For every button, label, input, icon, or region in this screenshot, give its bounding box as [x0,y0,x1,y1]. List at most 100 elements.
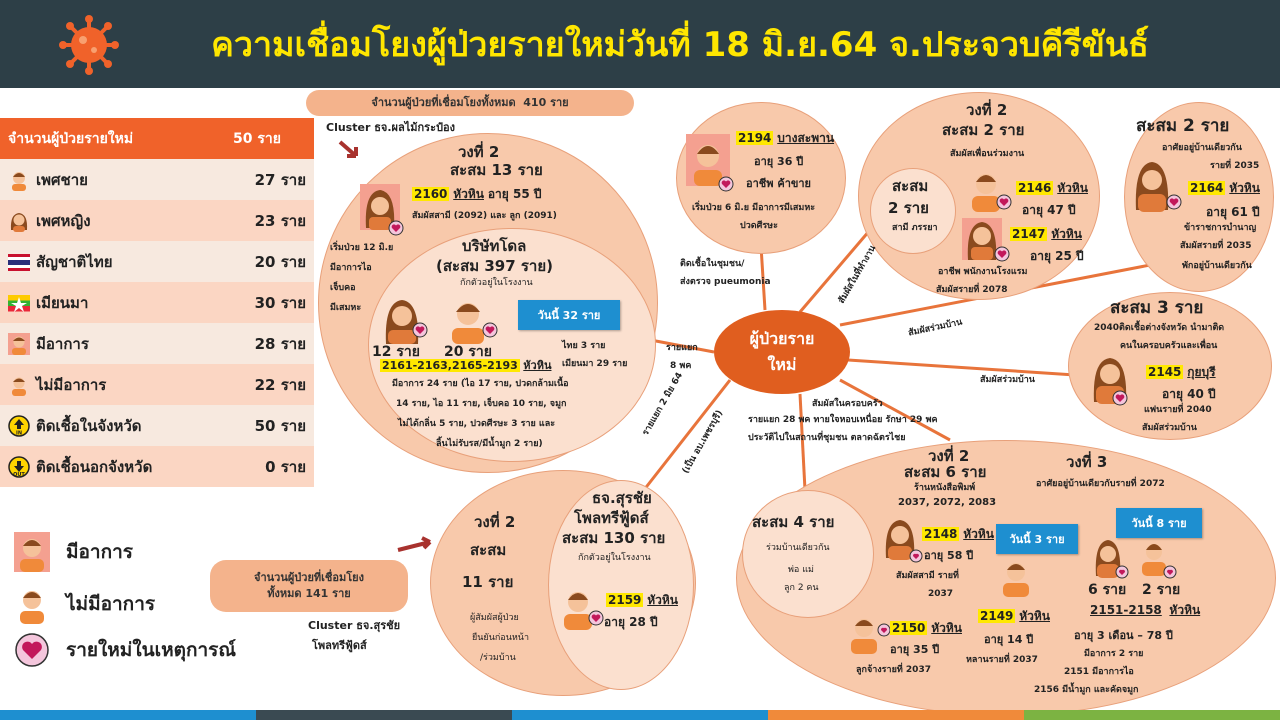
cluster2-inner-bubble [548,480,694,690]
coworker-wave: วงที่ 2 [966,101,1008,119]
footer-stripes [0,710,1280,720]
table-row: เพศหญิง 23 ราย [0,200,314,241]
case-2194-job: อาชีพ ค้าขาย [746,177,812,190]
male-icon [851,619,891,654]
dole-detail-1: 14 ราย, ไอ 11 ราย, เจ็บคอ 10 ราย, จมูก [396,399,567,409]
dole-case-range: 2161-2163,2165-2193 หัวหิน [380,359,552,372]
male-symptom-icon [686,134,734,192]
wave3-female-count: 6 ราย [1088,582,1127,598]
arrow-icon [338,140,358,158]
wave2-total: สะสม 6 ราย [904,463,987,481]
case-2194-detail-2: ปวดศีรษะ [740,221,778,231]
in-label: IN [16,430,22,436]
case-2194-detail-1: เริ่มป่วย 6 มิ.ย มีอาการมีเสมหะ [692,203,816,213]
center-node: ผู้ป่วยรายใหม่ [714,310,850,394]
legend-new-case: รายใหม่ในเหตุการณ์ [14,632,236,668]
coworker-inner-2: 2 ราย [888,199,929,217]
cluster2-side-1: ยืนยันก่อนหน้า [472,633,529,643]
case-2164: 2164 หัวหิน [1188,181,1260,195]
myanmar-flag-icon [8,294,30,312]
dole-total: (สะสม 397 ราย) [436,257,553,275]
coworker-total: สะสม 2 ราย [942,121,1025,139]
table-row: มีอาการ 28 ราย [0,323,314,364]
dole-detail-3: ลิ้นไม่รับรส/มีน้ำมูก 2 ราย) [436,439,543,449]
case-2147: 2147 หัวหิน [1010,227,1082,241]
arrow-icon [397,536,432,552]
wave3-sym-2: 2151 มีอาการไอ [1064,667,1134,677]
bottom-left-note: ร่วมบ้านเดียวกัน [766,543,830,553]
cluster2-caption-1: Cluster ธจ.สุรชัย [308,619,401,632]
bottom-left-rel-1: พ่อ แม่ [788,565,814,575]
cluster2-side-0: ผู้สัมผัสผู้ป่วย [470,613,519,623]
cluster1-side-1: มีอาการไอ [330,263,372,273]
dole-today-badge: วันนี้ 32 ราย [518,300,620,330]
case-2164-age: อายุ 61 ปี [1206,205,1260,219]
cluster2-side-2: /ร่วมบ้าน [480,653,516,663]
cluster1-inner-bubble [368,228,656,462]
today-3-badge: วันนี้ 3 ราย [996,524,1078,554]
wave2-ids: 2037, 2072, 2083 [898,497,997,508]
female-icon [1093,358,1128,406]
cluster2-total-1: สะสม [470,541,507,559]
case-2146: 2146 หัวหิน [1016,181,1088,195]
case-2194-age: อายุ 36 ปี [754,155,804,168]
cluster1-wave: วงที่ 2 [458,143,500,161]
surachai-quarantine: กักตัวอยู่ในโรงงาน [578,553,651,563]
female-symptom-icon [360,184,404,236]
legend-no-symptom: ไม่มีอาการ [14,584,155,624]
case-2148-contact: สัมผัสสามี รายที่ [896,571,959,581]
case-2164-home: พักอยู่บ้านเดียวกัน [1182,261,1252,271]
table-row: เมียนมา 30 ราย [0,282,314,323]
wave3-sym-1: มีอาการ 2 ราย [1084,649,1144,659]
male-icon [1003,563,1029,597]
family-line-2: ประวัติไปในสถานที่ชุมชน ตลาดฉัตรไชย [748,433,906,443]
household2-total: สะสม 3 ราย [1110,298,1204,318]
coworker-inner-1: สะสม [892,177,929,195]
case-2160-contact: สัมผัสสามี (2092) และ ลูก (2091) [412,211,557,221]
coworker-contact: สัมผัสรายที่ 2078 [936,285,1008,295]
wave3-male-count: 2 ราย [1142,582,1181,598]
household2-note-1: 2040ติดเชื้อต่างจังหวัด นำมาติด [1094,323,1225,333]
male-icon [452,303,498,344]
link-label-a: รายแยก [666,343,698,353]
family-link: สัมผัสในครอบครัว [812,399,883,409]
cluster2-wave: วงที่ 2 [474,513,516,531]
dole-myanmar: เมียนมา 29 ราย [562,359,628,369]
legend-symptom: มีอาการ [14,532,133,572]
coworker-note: สัมผัสเพื่อนร่วมงาน [950,149,1025,159]
page-title: ความเชื่อมโยงผู้ป่วยรายใหม่วันที่ 18 มิ.… [211,25,1149,65]
table-row: สัญชาติไทย 20 ราย [0,241,314,282]
dole-male-count: 20 ราย [444,344,492,360]
out-province-icon: OUT [8,455,30,478]
total-linked-pill: จำนวนผู้ป่วยที่เชื่อมโยงทั้งหมด 410 ราย [306,90,634,116]
case-2150-age: อายุ 35 ปี [890,643,940,656]
case-2149: 2149 หัวหิน [978,609,1050,623]
table-row: ไม่มีอาการ 22 ราย [0,364,314,405]
cluster1-side-0: เริ่มป่วย 12 มิ.ย [330,243,394,253]
bottom-left-rel-2: ลูก 2 คน [784,583,819,593]
case-2159-age: อายุ 28 ปี [604,615,658,629]
household-link-2: สัมผัสร่วมบ้าน [980,375,1035,385]
no-symptom-person-icon [12,377,26,396]
symptom-person-icon [8,332,30,355]
female-symptom-icon [962,218,1010,262]
coworker-inner-bubble [870,168,956,254]
cluster1-side-3: มีเสมหะ [330,303,362,313]
case-2147-age: อายุ 25 ปี [1030,249,1084,263]
table-row: จำนวนผู้ป่วยรายใหม่ 50 ราย [0,118,314,159]
symptom-person-icon [14,532,50,572]
female-icon [1135,162,1182,212]
cluster1-total: สะสม 13 ราย [450,161,543,179]
case-2145-contact: สัมผัสร่วมบ้าน [1142,423,1197,433]
female-icon [1095,540,1129,579]
male-icon [972,174,1012,212]
in-province-icon: IN [8,414,30,437]
dole-quarantine: กักตัวอยู่ในโรงงาน [460,278,533,288]
wave2-note: ร้านหนังสือพิมพ์ [914,483,976,493]
family-line-1: รายแยก 28 พค ทายใจหอบเหนื่อย รักษา 29 พค [748,415,938,425]
community-link-1: ติดเชื้อในชุมชน/ [680,259,745,269]
case-2150: 2150 หัวหิน [890,621,962,635]
virus-icon [59,15,119,75]
